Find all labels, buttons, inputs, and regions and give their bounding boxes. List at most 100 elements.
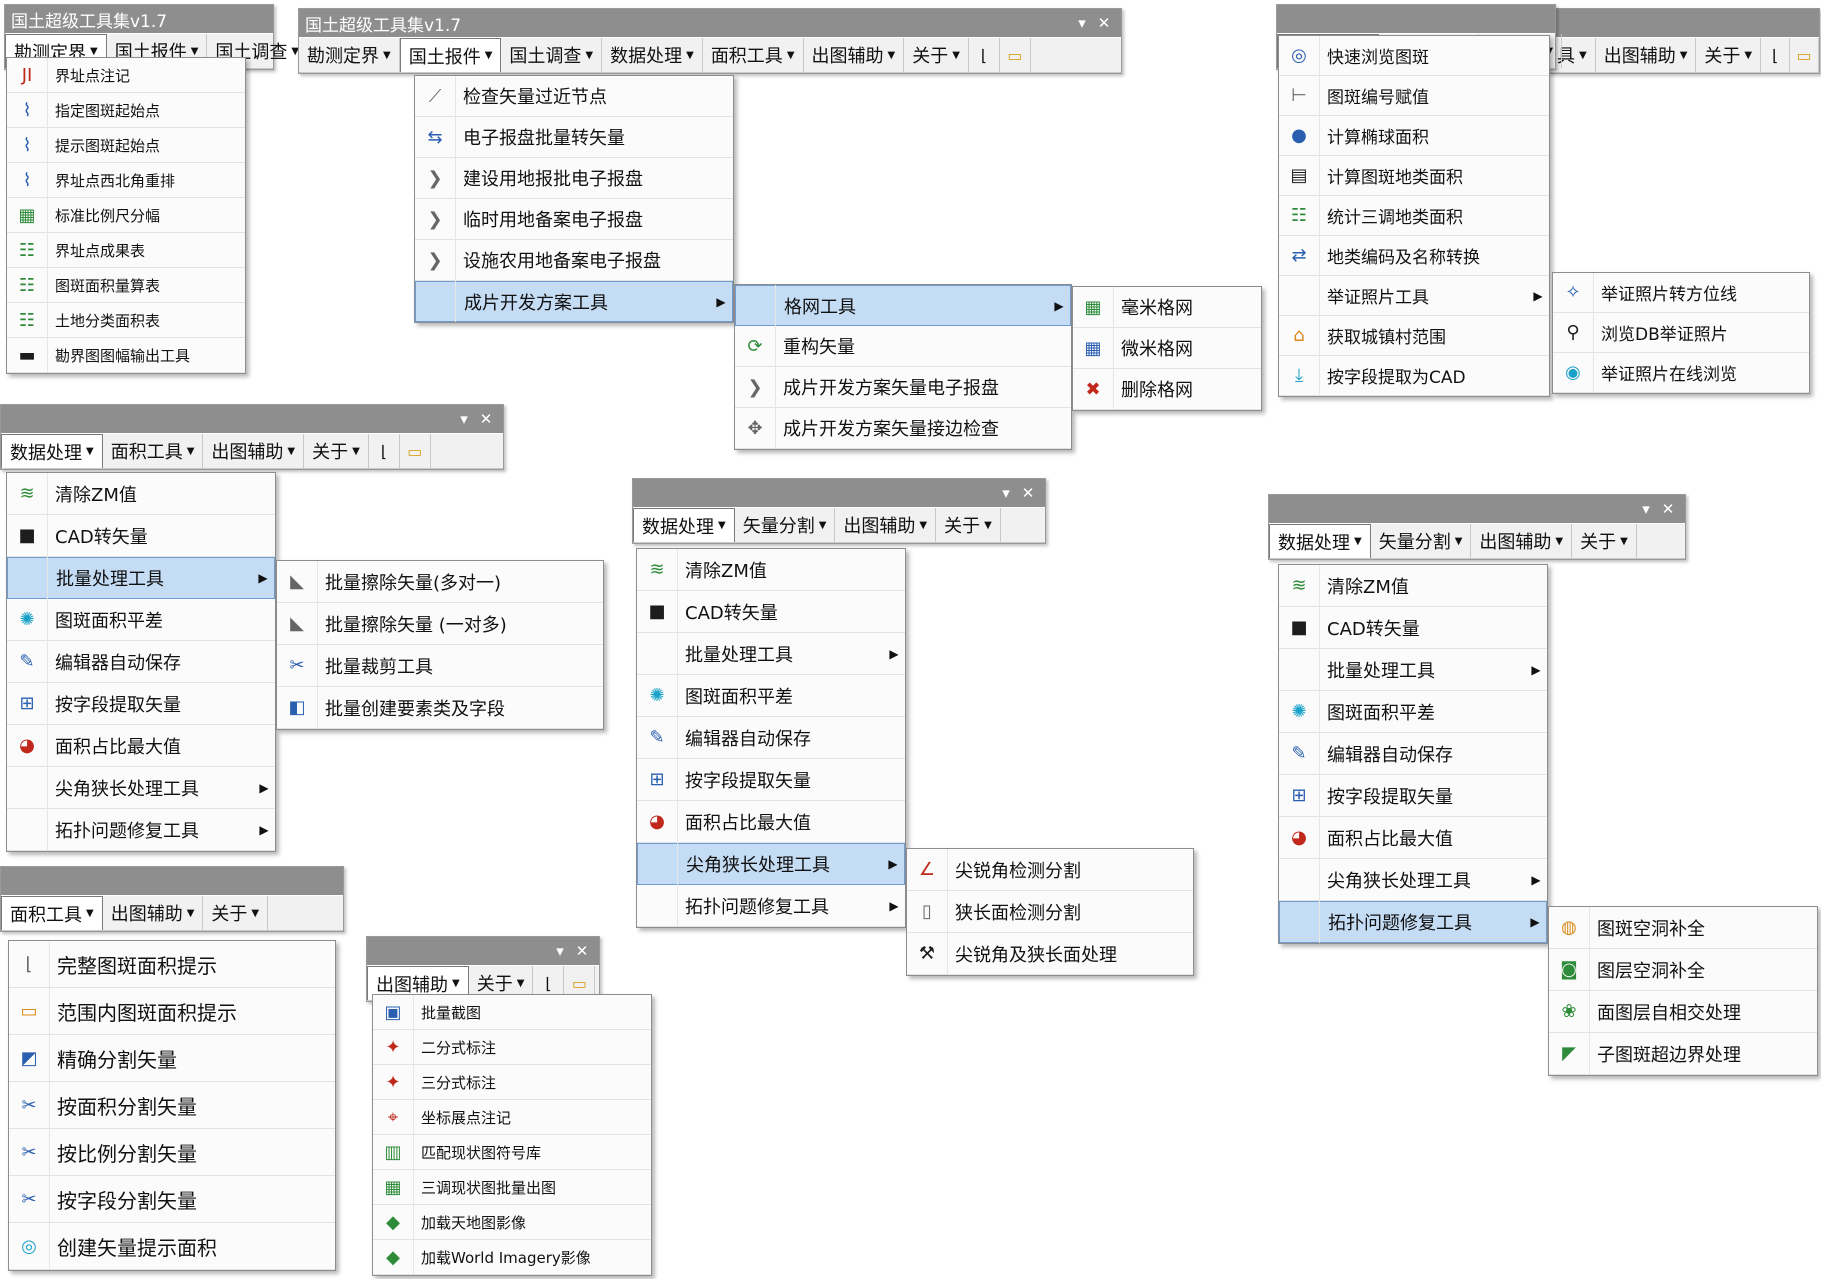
menu-item[interactable]: ◎创建矢量提示面积 xyxy=(9,1223,335,1270)
menu-item[interactable]: ◕面积占比最大值 xyxy=(1279,817,1547,859)
menu-item[interactable]: ❀面图层自相交处理 xyxy=(1549,991,1817,1033)
menu-bar-item[interactable]: 面积工具▼ xyxy=(703,38,804,72)
menu-item[interactable]: ✎编辑器自动保存 xyxy=(637,717,905,759)
menu-item[interactable]: ◣批量擦除矢量 (一对多) xyxy=(277,603,603,645)
menu-bar-item[interactable]: 数据处理▼ xyxy=(1,434,103,468)
close-icon[interactable]: ✕ xyxy=(575,942,589,960)
menu-item[interactable]: ✎编辑器自动保存 xyxy=(1279,733,1547,775)
toolbar-titlebar[interactable]: ▾✕ xyxy=(1269,495,1685,523)
menu-bar-item[interactable]: 矢量分割▼ xyxy=(1371,524,1472,558)
menu-item[interactable]: ▥匹配现状图符号库 xyxy=(373,1135,651,1170)
menu-item[interactable]: ◧批量创建要素类及字段 xyxy=(277,687,603,729)
menu-item[interactable]: ◕面积占比最大值 xyxy=(637,801,905,843)
menu-item[interactable]: ⊢图斑编号赋值 xyxy=(1279,76,1549,116)
menu-item[interactable]: 拓扑问题修复工具▶ xyxy=(1279,901,1547,943)
menu-item[interactable]: ◩精确分割矢量 xyxy=(9,1035,335,1082)
message-icon[interactable]: ▭ xyxy=(1000,38,1031,72)
menu-item[interactable]: ■CAD转矢量 xyxy=(1279,607,1547,649)
menu-item[interactable]: ✂按比例分割矢量 xyxy=(9,1129,335,1176)
menu-item[interactable]: 举证照片工具▶ xyxy=(1279,276,1549,316)
menu-item[interactable]: ✺图斑面积平差 xyxy=(1279,691,1547,733)
area-hint-icon[interactable]: ⌊ xyxy=(1761,38,1791,72)
menu-item[interactable]: 尖角狭长处理工具▶ xyxy=(637,843,905,885)
menu-item[interactable]: ≋清除ZM值 xyxy=(7,473,275,515)
menu-item[interactable]: ☷界址点成果表 xyxy=(7,233,245,268)
menu-item[interactable]: ✥成片开发方案矢量接边检查 xyxy=(735,408,1071,449)
menu-item[interactable]: ▣批量截图 xyxy=(373,995,651,1030)
area-hint-icon[interactable]: ⌊ xyxy=(969,38,1000,72)
close-icon[interactable]: ✕ xyxy=(1021,484,1035,502)
menu-item[interactable]: ▬勘界图图幅输出工具 xyxy=(7,338,245,373)
menu-item[interactable]: ⟋检查矢量过近节点 xyxy=(415,76,733,117)
menu-item[interactable]: ▦微米格网 xyxy=(1073,328,1261,369)
menu-bar-item[interactable]: 出图辅助▼ xyxy=(1596,38,1697,72)
menu-item[interactable]: ◆加载World Imagery影像 xyxy=(373,1240,651,1275)
toolbar-options-icon[interactable]: ▾ xyxy=(556,942,564,960)
menu-item[interactable]: ◕面积占比最大值 xyxy=(7,725,275,767)
menu-item[interactable]: 拓扑问题修复工具▶ xyxy=(7,809,275,851)
menu-bar-item[interactable]: 数据处理▼ xyxy=(602,38,703,72)
menu-item[interactable]: ≋清除ZM值 xyxy=(1279,565,1547,607)
toolbar-options-icon[interactable]: ▾ xyxy=(1642,500,1650,518)
menu-item[interactable]: ●计算椭球面积 xyxy=(1279,116,1549,156)
menu-bar-item[interactable]: 关于▼ xyxy=(304,434,369,468)
toolbar-titlebar[interactable]: 国土超级工具集v1.7▾✕ xyxy=(299,9,1121,37)
toolbar-options-icon[interactable]: ▾ xyxy=(1078,14,1086,32)
menu-item[interactable]: 拓扑问题修复工具▶ xyxy=(637,885,905,927)
toolbar-options-icon[interactable]: ▾ xyxy=(1002,484,1010,502)
menu-item[interactable]: ✺图斑面积平差 xyxy=(7,599,275,641)
menu-bar-item[interactable]: 关于▼ xyxy=(904,38,969,72)
toolbar-options-icon[interactable]: ▾ xyxy=(460,410,468,428)
menu-item[interactable]: ⌖坐标展点注记 xyxy=(373,1100,651,1135)
menu-item[interactable]: 尖角狭长处理工具▶ xyxy=(7,767,275,809)
menu-item[interactable]: ⌇提示图斑起始点 xyxy=(7,128,245,163)
menu-bar-item[interactable]: 关于▼ xyxy=(1696,38,1762,72)
toolbar-titlebar[interactable]: 国土超级工具集v1.7 xyxy=(5,5,273,33)
menu-item[interactable]: ▯狭长面检测分割 xyxy=(907,891,1193,933)
menu-bar-item[interactable]: 国土调查▼ xyxy=(501,38,603,72)
menu-item[interactable]: ⚲浏览DB举证照片 xyxy=(1553,313,1809,353)
menu-item[interactable]: ∠尖锐角检测分割 xyxy=(907,849,1193,891)
menu-item[interactable]: 批量处理工具▶ xyxy=(1279,649,1547,691)
menu-bar-item[interactable]: 关于▼ xyxy=(936,508,1001,542)
menu-item[interactable]: ◤子图斑超边界处理 xyxy=(1549,1033,1817,1075)
menu-bar-item[interactable]: 出图辅助▼ xyxy=(804,38,905,72)
close-icon[interactable]: ✕ xyxy=(479,410,493,428)
menu-bar-item[interactable]: 矢量分割▼ xyxy=(735,508,836,542)
menu-item[interactable]: ◙图层空洞补全 xyxy=(1549,949,1817,991)
menu-bar-item[interactable]: 勘测定界▼ xyxy=(299,38,400,72)
message-icon[interactable]: ▭ xyxy=(400,434,431,468)
menu-item[interactable]: ◉举证照片在线浏览 xyxy=(1553,353,1809,393)
menu-item[interactable]: ❯设施农用地备案电子报盘 xyxy=(415,240,733,281)
menu-item[interactable]: ■CAD转矢量 xyxy=(7,515,275,557)
close-icon[interactable]: ✕ xyxy=(1097,14,1111,32)
menu-item[interactable]: ✖删除格网 xyxy=(1073,369,1261,410)
menu-item[interactable]: ◎快速浏览图斑 xyxy=(1279,36,1549,76)
menu-item[interactable]: ❯临时用地备案电子报盘 xyxy=(415,199,733,240)
menu-item[interactable]: ☷统计三调地类面积 xyxy=(1279,196,1549,236)
menu-item[interactable]: 成片开发方案工具▶ xyxy=(415,281,733,322)
menu-item[interactable]: 批量处理工具▶ xyxy=(637,633,905,675)
menu-item[interactable]: ✧举证照片转方位线 xyxy=(1553,273,1809,313)
menu-item[interactable]: ⇄地类编码及名称转换 xyxy=(1279,236,1549,276)
menu-bar-item[interactable]: 出图辅助▼ xyxy=(203,434,305,468)
menu-bar-item[interactable]: 出图辅助▼ xyxy=(103,896,204,930)
menu-item[interactable]: ❯成片开发方案矢量电子报盘 xyxy=(735,367,1071,408)
message-icon[interactable]: ▭ xyxy=(564,966,596,1000)
menu-item[interactable]: ▦三调现状图批量出图 xyxy=(373,1170,651,1205)
area-hint-icon[interactable]: ⌊ xyxy=(533,966,565,1000)
menu-item[interactable]: ☷土地分类面积表 xyxy=(7,303,245,338)
menu-bar-item[interactable]: 出图辅助▼ xyxy=(1471,524,1573,558)
menu-item[interactable]: ⌇界址点西北角重排 xyxy=(7,163,245,198)
menu-item[interactable]: ✂批量裁剪工具 xyxy=(277,645,603,687)
menu-item[interactable]: ⌇指定图斑起始点 xyxy=(7,93,245,128)
menu-item[interactable]: 批量处理工具▶ xyxy=(7,557,275,599)
toolbar-titlebar[interactable] xyxy=(1,867,343,895)
menu-item[interactable]: ⊞按字段提取矢量 xyxy=(7,683,275,725)
menu-item[interactable]: 格网工具▶ xyxy=(735,285,1071,326)
menu-item[interactable]: 尖角狭长处理工具▶ xyxy=(1279,859,1547,901)
menu-item[interactable]: ⌂获取城镇村范围 xyxy=(1279,316,1549,356)
menu-item[interactable]: ▦毫米格网 xyxy=(1073,287,1261,328)
menu-item[interactable]: ≋清除ZM值 xyxy=(637,549,905,591)
message-icon[interactable]: ▭ xyxy=(1790,38,1819,72)
